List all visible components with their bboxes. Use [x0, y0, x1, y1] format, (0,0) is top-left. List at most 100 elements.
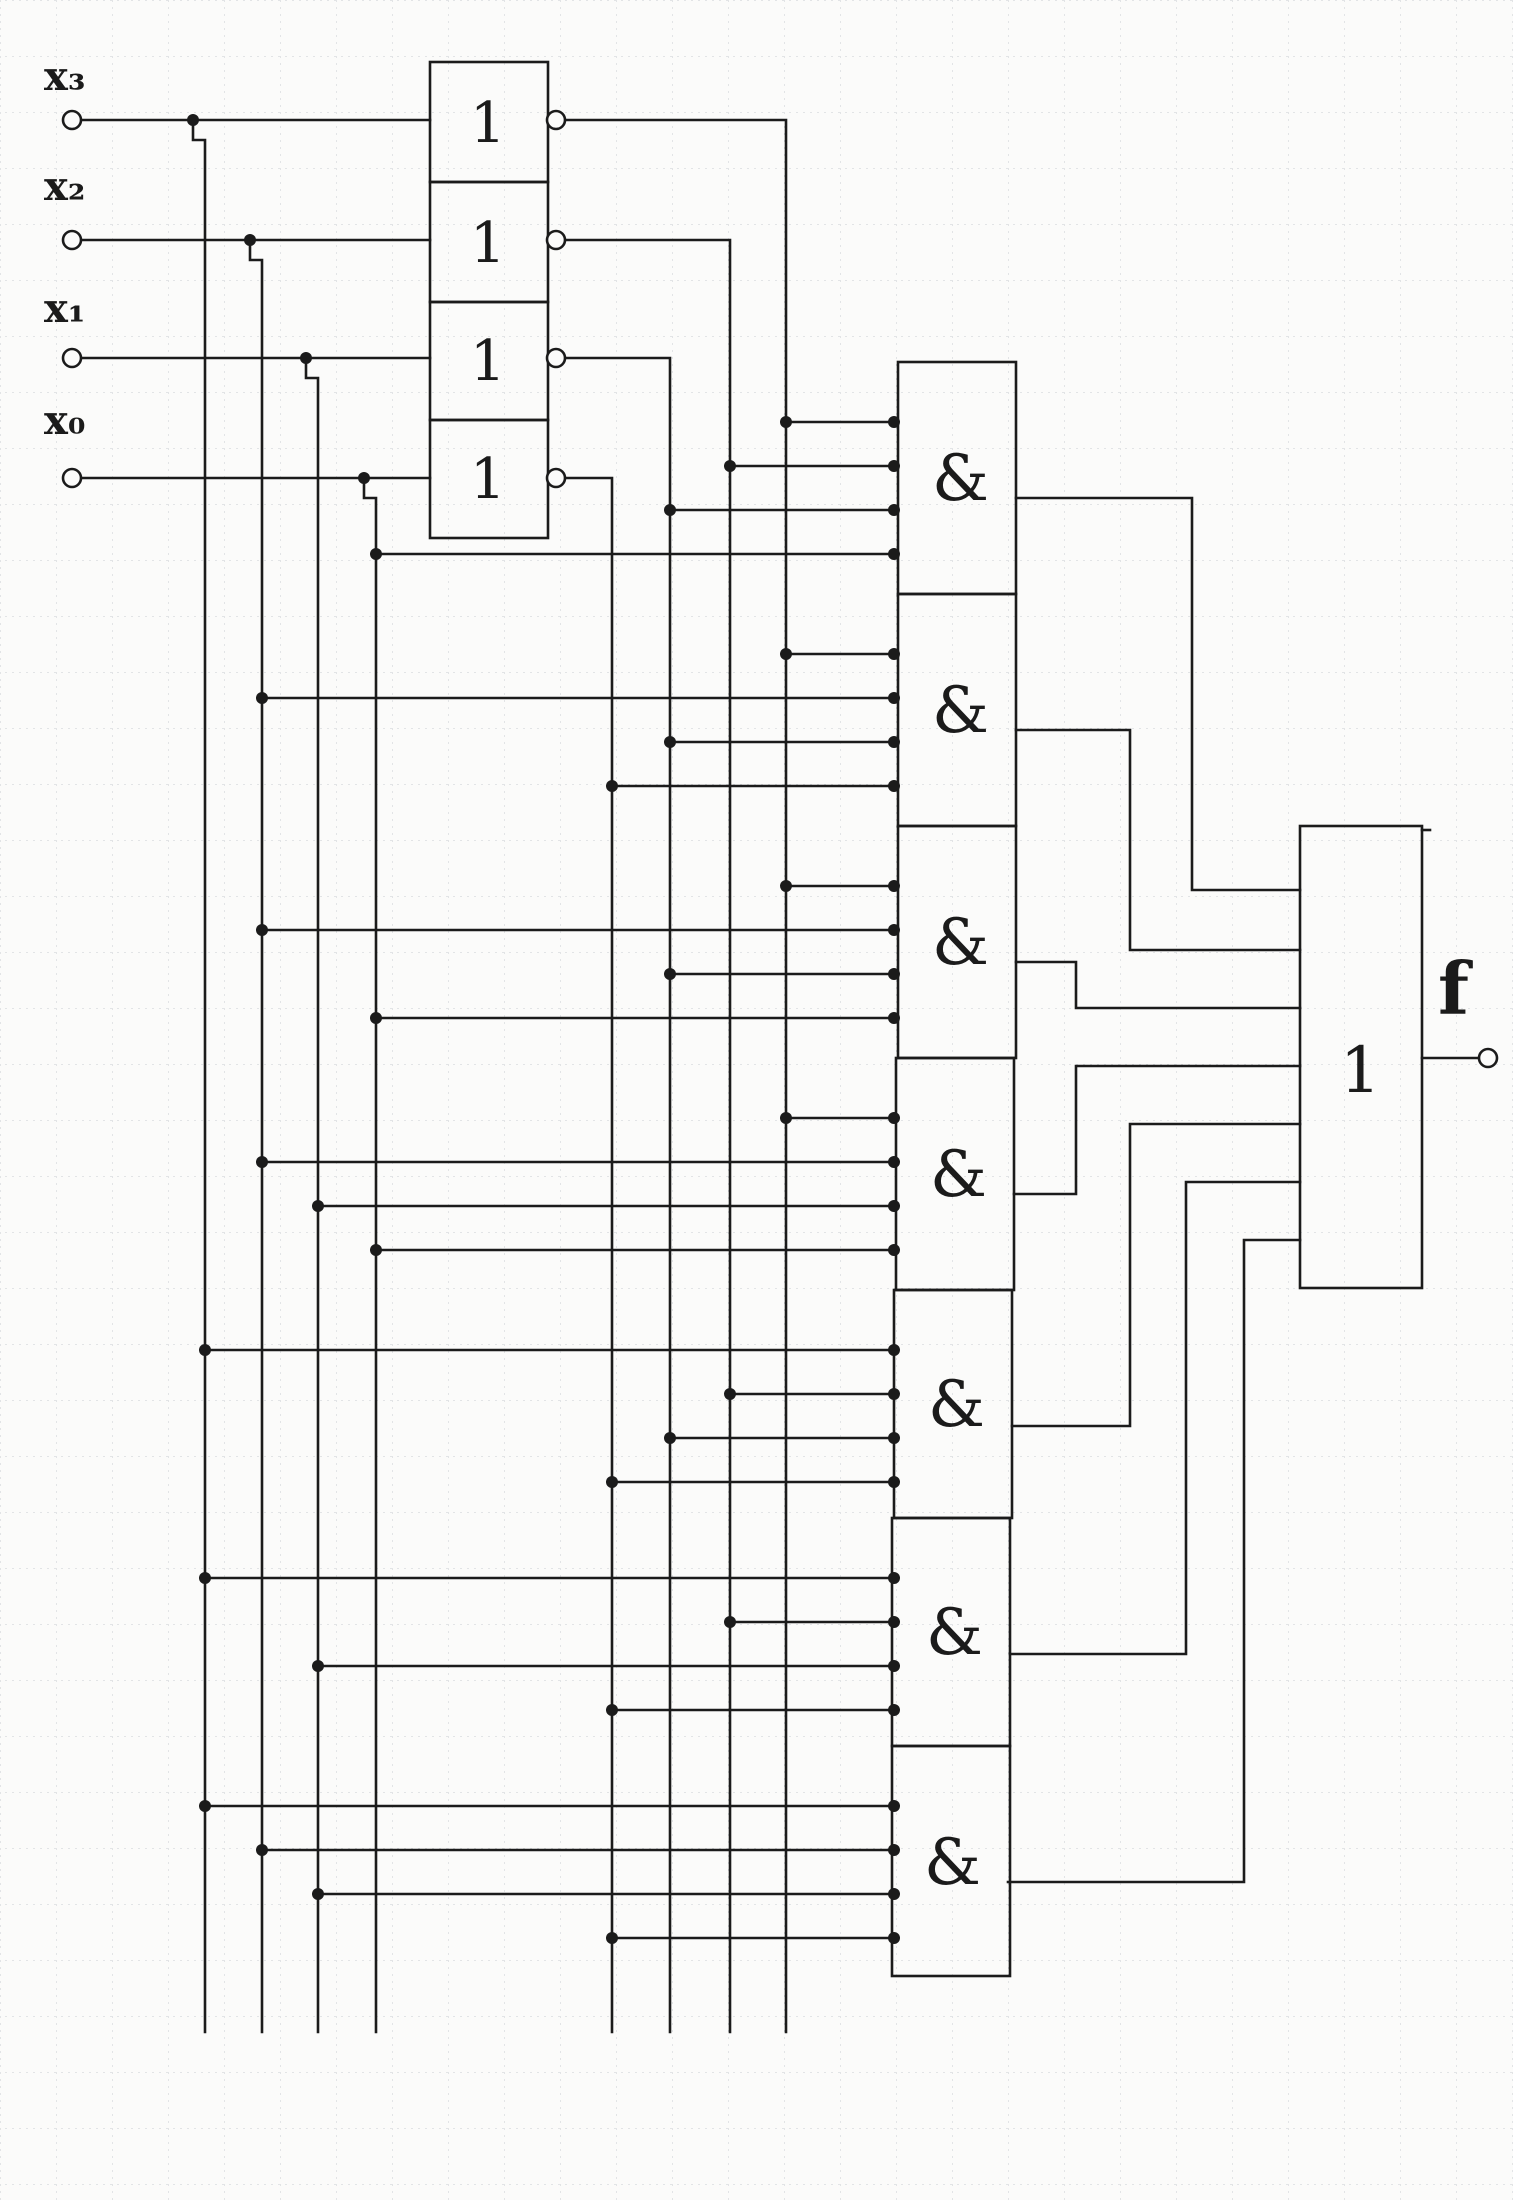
and-output-wire	[1014, 728, 1302, 952]
junction-dot	[888, 548, 900, 560]
or-symbol: 1	[1340, 1034, 1381, 1108]
inverter-symbol-x1: 1	[470, 329, 506, 394]
junction-dot	[312, 1660, 324, 1672]
direct-bus	[362, 476, 378, 2034]
junction-dot	[256, 692, 268, 704]
input-label-x2: x₂	[44, 163, 85, 210]
junction-dot	[199, 1344, 211, 1356]
inverter-symbol-x2: 1	[470, 211, 506, 276]
junction-dot	[888, 1156, 900, 1168]
junction-dot	[187, 114, 199, 126]
junction-dot	[256, 1844, 268, 1856]
junction-dot	[888, 648, 900, 660]
input-label-x1: x₁	[44, 285, 85, 332]
junction-dot	[888, 1012, 900, 1024]
and-symbol-6: &	[926, 1596, 983, 1670]
inverter-output-bubble	[545, 347, 567, 369]
junction-dot	[780, 1112, 792, 1124]
junction-dot	[888, 504, 900, 516]
and-symbol-3: &	[932, 906, 989, 980]
terminals	[61, 109, 1499, 1069]
junction-dot	[724, 460, 736, 472]
junction-dot	[888, 1844, 900, 1856]
junction-dot	[888, 736, 900, 748]
inverted-bus	[563, 476, 614, 2034]
junction-dot	[888, 692, 900, 704]
junction-dot	[888, 780, 900, 792]
and-output-wire	[1010, 1122, 1302, 1428]
inverted-bus	[563, 356, 672, 2034]
junction-dot	[888, 460, 900, 472]
junction-dot	[888, 924, 900, 936]
junction-dot	[370, 1244, 382, 1256]
junction-dot	[606, 1476, 618, 1488]
and-symbol-1: &	[932, 442, 989, 516]
and-output-wire	[1008, 1180, 1302, 1656]
junction-dot	[888, 1932, 900, 1944]
and-symbol-2: &	[932, 674, 989, 748]
junction-dot	[370, 1012, 382, 1024]
junction-dot	[244, 234, 256, 246]
and-output-wire	[1012, 1064, 1302, 1196]
junction-dot	[888, 1344, 900, 1356]
input-labels: x₃ x₂ x₁ x₀	[44, 53, 85, 444]
input-terminal	[61, 109, 83, 131]
input-terminal	[61, 347, 83, 369]
junction-dot	[888, 1572, 900, 1584]
junction-dot	[888, 1800, 900, 1812]
direct-bus	[191, 118, 207, 2034]
and-output-wire	[1006, 1238, 1302, 1884]
junction-dot	[664, 736, 676, 748]
junction-dot	[780, 880, 792, 892]
junction-dot	[199, 1572, 211, 1584]
input-terminal	[61, 229, 83, 251]
inverter-output-bubble	[545, 229, 567, 251]
input-label-x3: x₃	[44, 53, 85, 100]
and-gates: & & & & & & &	[890, 360, 1018, 1978]
and-output-wire	[1014, 960, 1302, 1010]
junction-dot	[199, 1800, 211, 1812]
junction-dot	[606, 780, 618, 792]
junction-dot	[780, 648, 792, 660]
junction-dot	[256, 924, 268, 936]
output-label-f: f	[1438, 946, 1473, 1031]
input-label-x0: x₀	[44, 397, 85, 444]
and-symbol-7: &	[924, 1826, 981, 1900]
junction-dot	[888, 880, 900, 892]
junction-dot	[724, 1388, 736, 1400]
wires	[78, 118, 1480, 2034]
junction-dot	[888, 1112, 900, 1124]
junction-dot	[664, 1432, 676, 1444]
inverter-output-bubble	[545, 467, 567, 489]
junction-dot	[888, 1888, 900, 1900]
input-terminal	[61, 467, 83, 489]
junction-dot	[664, 504, 676, 516]
inverter-output-bubble	[545, 109, 567, 131]
junction-dot	[312, 1888, 324, 1900]
junction-dot	[606, 1704, 618, 1716]
junction-dot	[888, 1388, 900, 1400]
junction-dots	[187, 114, 900, 1944]
junction-dot	[724, 1616, 736, 1628]
junction-dot	[780, 416, 792, 428]
junction-dot	[256, 1156, 268, 1168]
junction-dot	[888, 1660, 900, 1672]
junction-dot	[888, 968, 900, 980]
junction-dot	[312, 1200, 324, 1212]
junction-dot	[888, 1244, 900, 1256]
junction-dot	[888, 1476, 900, 1488]
junction-dot	[888, 1432, 900, 1444]
and-symbol-5: &	[928, 1368, 985, 1442]
junction-dot	[606, 1932, 618, 1944]
direct-bus	[248, 238, 264, 2034]
junction-dot	[664, 968, 676, 980]
inverted-bus	[563, 238, 732, 2034]
junction-dot	[888, 1704, 900, 1716]
junction-dot	[358, 472, 370, 484]
junction-dot	[888, 1616, 900, 1628]
junction-dot	[300, 352, 312, 364]
junction-dot	[888, 416, 900, 428]
junction-dot	[888, 1200, 900, 1212]
